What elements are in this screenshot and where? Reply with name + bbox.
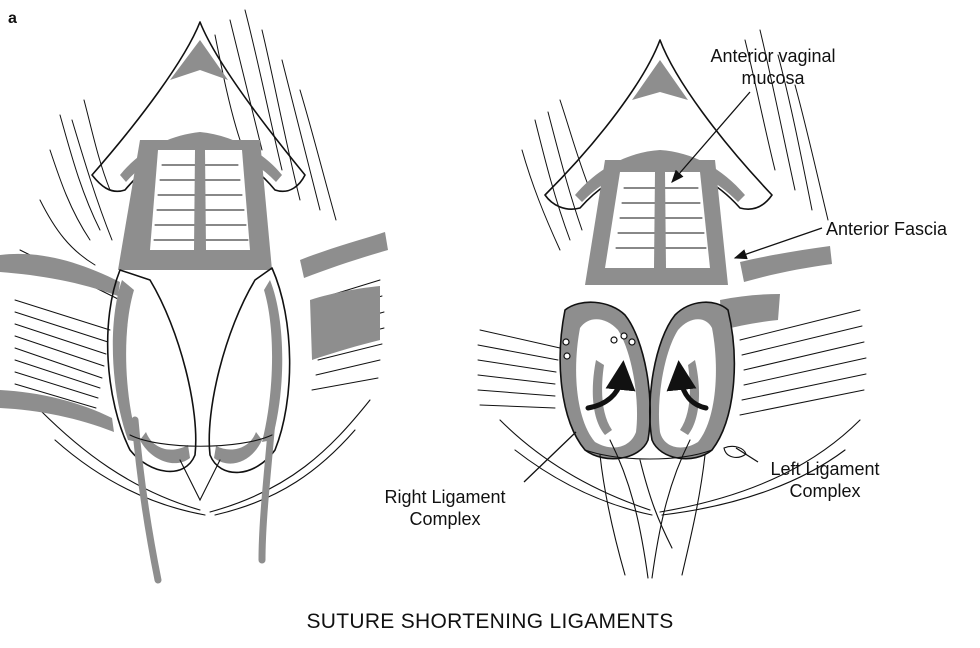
label-left-ligament-line2: Complex xyxy=(750,480,900,502)
panel-label: a xyxy=(8,10,17,28)
label-anterior-vaginal-mucosa: Anterior vaginal mucosa xyxy=(688,45,858,89)
figure-caption: SUTURE SHORTENING LIGAMENTS xyxy=(0,610,980,634)
label-left-ligament-line1: Left Ligament xyxy=(750,458,900,480)
left-figure-left-flap-shading xyxy=(0,254,120,296)
label-anterior-fascia: Anterior Fascia xyxy=(826,218,947,240)
left-figure xyxy=(0,10,388,580)
label-right-ligament-line1: Right Ligament xyxy=(370,486,520,508)
label-left-ligament-complex: Left Ligament Complex xyxy=(750,458,900,502)
label-right-ligament-complex: Right Ligament Complex xyxy=(370,486,520,530)
label-anterior-vaginal-mucosa-line1: Anterior vaginal xyxy=(688,45,858,67)
label-anterior-vaginal-mucosa-line2: mucosa xyxy=(688,67,858,89)
label-right-ligament-line2: Complex xyxy=(370,508,520,530)
